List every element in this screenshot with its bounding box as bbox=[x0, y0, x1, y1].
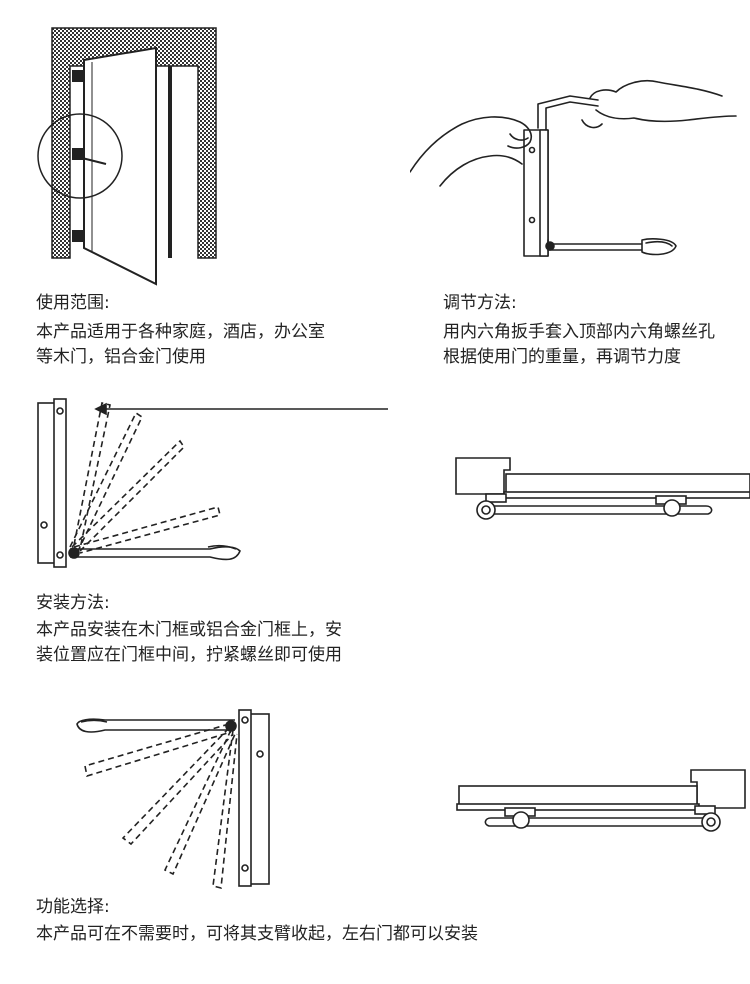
arm-swing-illustration-left bbox=[37, 398, 388, 568]
top-view-illustration-upper bbox=[455, 457, 750, 520]
install-heading: 安装方法: bbox=[36, 593, 110, 613]
usage-line-2: 等木门，铝合金门使用 bbox=[36, 347, 206, 367]
door-illustration bbox=[37, 27, 217, 286]
install-line-1: 本产品安装在木门框或铝合金门框上，安 bbox=[36, 620, 342, 640]
adjust-heading: 调节方法: bbox=[443, 293, 517, 313]
adjust-line-2: 根据使用门的重量，再调节力度 bbox=[443, 347, 681, 367]
usage-line-1: 本产品适用于各种家庭，酒店，办公室 bbox=[36, 322, 325, 342]
top-view-illustration-lower bbox=[456, 769, 746, 832]
function-heading: 功能选择: bbox=[36, 897, 110, 917]
function-line-1: 本产品可在不需要时，可将其支臂收起，左右门都可以安装 bbox=[36, 924, 478, 944]
install-line-2: 装位置应在门框中间，拧紧螺丝即可使用 bbox=[36, 645, 342, 665]
adjust-illustration bbox=[410, 79, 737, 257]
usage-heading: 使用范围: bbox=[36, 293, 110, 313]
adjust-line-1: 用内六角扳手套入顶部内六角螺丝孔 bbox=[443, 322, 715, 342]
arm-swing-illustration-right bbox=[76, 709, 270, 889]
